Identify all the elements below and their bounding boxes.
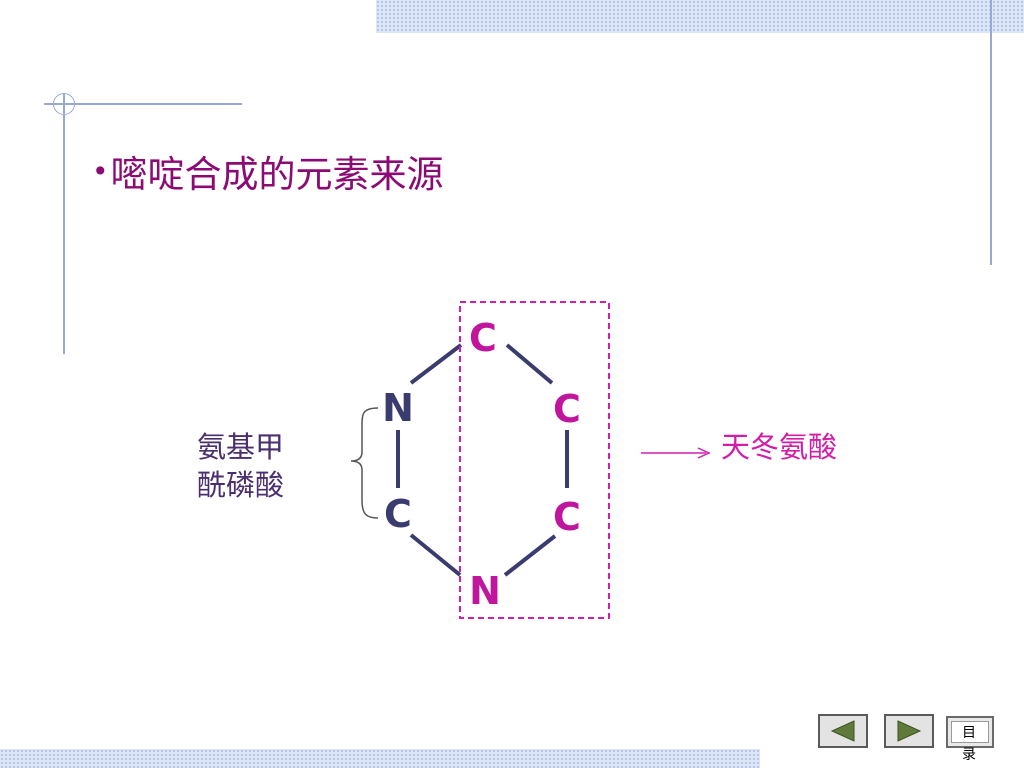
title-text: 嘧啶合成的元素来源 bbox=[110, 153, 444, 196]
triangle-left-icon bbox=[830, 720, 855, 742]
slide-title: •嘧啶合成的元素来源 bbox=[92, 148, 444, 199]
table-of-contents-button[interactable]: 目 录 bbox=[946, 716, 994, 763]
title-bullet: • bbox=[92, 155, 109, 188]
atom-c5: C bbox=[384, 492, 412, 536]
next-slide-button[interactable] bbox=[884, 714, 934, 748]
left-vertical-line bbox=[63, 94, 65, 354]
toc-button-label: 目 录 bbox=[951, 721, 989, 763]
triangle-right-icon bbox=[897, 720, 922, 742]
atom-c1: C bbox=[469, 316, 497, 360]
bond-c3-n4 bbox=[503, 534, 557, 577]
bond-c1-c2 bbox=[505, 343, 554, 385]
top-left-horizontal-line bbox=[44, 103, 242, 105]
bottom-decorative-band bbox=[0, 749, 760, 768]
right-vertical-line bbox=[990, 0, 992, 265]
left-curly-brace bbox=[350, 407, 379, 519]
corner-circle-ornament bbox=[53, 93, 75, 115]
left-label-line1: 氨基甲 bbox=[197, 430, 285, 464]
atom-c2: C bbox=[553, 387, 581, 431]
left-label-line2: 酰磷酸 bbox=[197, 468, 285, 502]
atom-n4: N bbox=[469, 569, 501, 613]
bond-n4-c5 bbox=[409, 533, 462, 577]
arrow-head-icon bbox=[697, 447, 711, 459]
atom-c3: C bbox=[553, 495, 581, 539]
carbamoyl-phosphate-label: 氨基甲 酰磷酸 bbox=[197, 428, 284, 504]
atom-n6: N bbox=[382, 386, 414, 430]
aspartate-dashed-box bbox=[459, 301, 610, 619]
prev-slide-button[interactable] bbox=[818, 714, 868, 748]
top-decorative-band bbox=[376, 0, 1024, 33]
bond-n6-c1 bbox=[409, 343, 463, 385]
aspartate-label: 天冬氨酸 bbox=[721, 430, 838, 464]
